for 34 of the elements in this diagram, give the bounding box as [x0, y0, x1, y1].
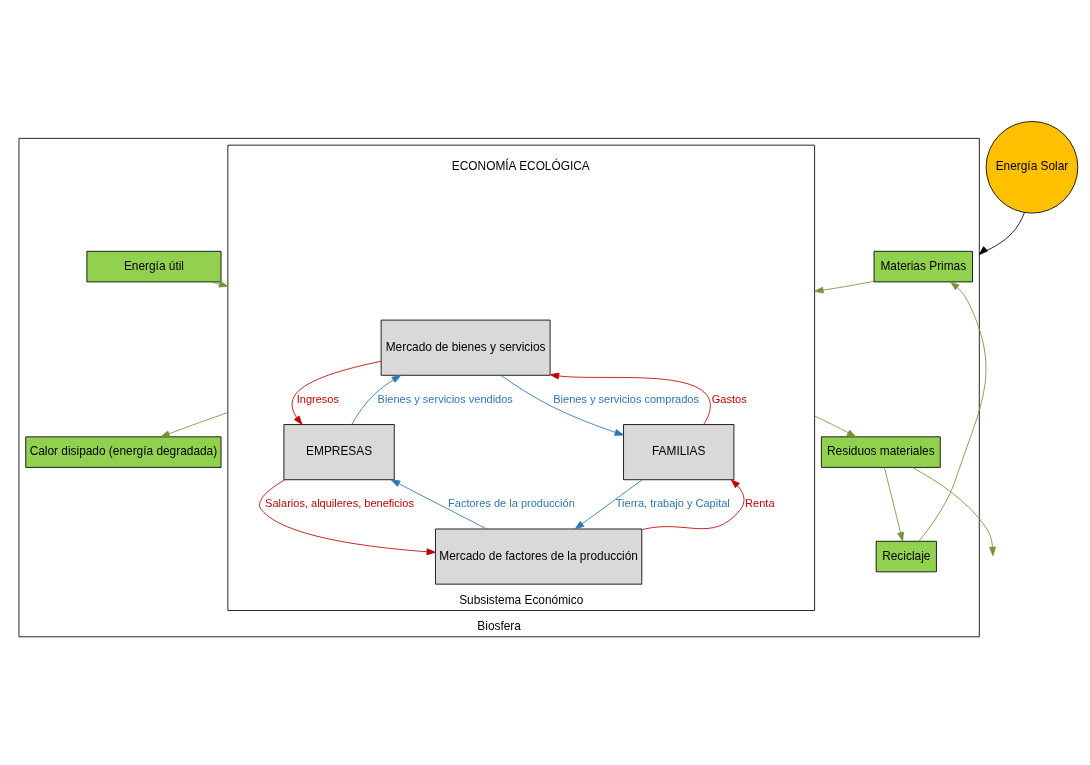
edge-label: Renta — [745, 497, 775, 510]
arrow — [351, 374, 402, 425]
arrow — [390, 479, 487, 530]
node-box: Mercado de bienes y servicios — [380, 319, 551, 376]
arrow — [814, 415, 857, 438]
edge-label: Bienes y servicios comprados — [553, 392, 699, 405]
arrow — [210, 280, 229, 288]
edge-label: Salarios, alquileres, beneficios — [265, 497, 414, 510]
arrow — [918, 281, 987, 542]
arrow — [884, 467, 904, 542]
arrow — [814, 280, 875, 294]
arrow — [978, 212, 1025, 255]
node-box: Materias Primas — [873, 250, 973, 283]
arrow — [641, 479, 745, 531]
node-box: Mercado de factores de la producción — [435, 528, 643, 585]
edge-label: Ingresos — [296, 392, 339, 405]
node-box: Calor disipado (energía degradada) — [25, 436, 222, 468]
arrow — [291, 360, 382, 425]
edge-label: Factores de la producción — [448, 497, 575, 510]
node-box: EMPRESAS — [283, 424, 395, 481]
arrow — [549, 372, 711, 425]
arrow — [160, 412, 229, 438]
arrow — [259, 479, 436, 556]
node-box: FAMILIAS — [623, 424, 735, 481]
edge-label: Gastos — [711, 392, 747, 405]
arrow — [574, 479, 643, 530]
label: ECONOMÍA ECOLÓGICA — [451, 159, 590, 174]
edge-label: Tierra, trabajo y Capital — [615, 497, 730, 510]
arrow — [500, 375, 624, 436]
node-circle: Energía Solar — [985, 120, 1079, 214]
node-box: Residuos materiales — [820, 436, 941, 468]
arrow — [911, 467, 996, 557]
node-box: Reciclaje — [875, 540, 937, 573]
edge-label: Bienes y servicios vendidos — [377, 392, 513, 405]
